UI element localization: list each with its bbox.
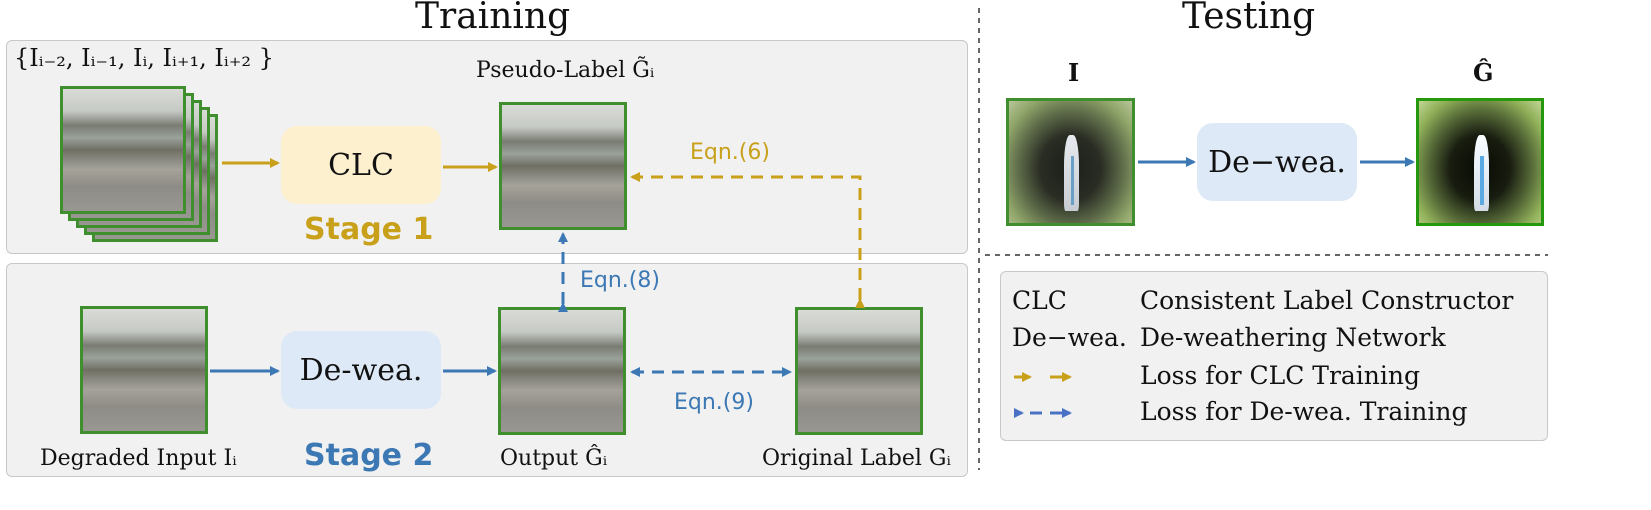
eqn6-label: Eqn.(6): [690, 140, 770, 165]
input-sequence-label: {Iᵢ₋₂, Iᵢ₋₁, Iᵢ, Iᵢ₊₁, Iᵢ₊₂ }: [14, 44, 274, 72]
legend-desc-clc-loss: Loss for CLC Training: [1140, 361, 1420, 390]
eqn9-label: Eqn.(9): [674, 390, 754, 415]
legend-desc-dewea-loss: Loss for De-wea. Training: [1140, 397, 1468, 426]
arrow-eqn6: [630, 172, 865, 308]
original-label-image: [795, 307, 923, 435]
stage2-label: Stage 2: [304, 438, 434, 473]
testing-title: Testing: [1182, 0, 1316, 37]
legend-abbr-dewea: De−wea.: [1012, 323, 1127, 352]
stack-frame-1: [60, 86, 186, 214]
statue-sash: [1070, 155, 1075, 205]
dewea-module: De-wea.: [281, 331, 441, 409]
output-caption: Output Ĝᵢ: [500, 446, 608, 471]
testing-output-label: Ĝ: [1473, 58, 1494, 87]
output-image: [498, 307, 626, 435]
stage1-label: Stage 1: [304, 212, 434, 247]
legend-abbr-clc: CLC: [1012, 286, 1067, 315]
training-title: Training: [415, 0, 571, 37]
legend-desc-clc: Consistent Label Constructor: [1140, 286, 1514, 315]
testing-input-image: [1006, 98, 1135, 226]
statue-sash: [1480, 155, 1484, 205]
legend-desc-dewea: De-weathering Network: [1140, 323, 1446, 352]
legend-panel: [1000, 271, 1548, 441]
degraded-input-image: [80, 306, 208, 434]
pseudo-label-caption: Pseudo-Label G̃ᵢ: [476, 58, 655, 83]
degraded-input-caption: Degraded Input Iᵢ: [40, 446, 237, 471]
pseudo-label-image: [499, 102, 627, 230]
original-label-caption: Original Label Gᵢ: [762, 446, 951, 471]
testing-dewea-module: De−wea.: [1197, 123, 1357, 201]
testing-input-label: I: [1068, 58, 1080, 87]
testing-output-image: [1416, 98, 1544, 226]
clc-module: CLC: [281, 126, 441, 204]
